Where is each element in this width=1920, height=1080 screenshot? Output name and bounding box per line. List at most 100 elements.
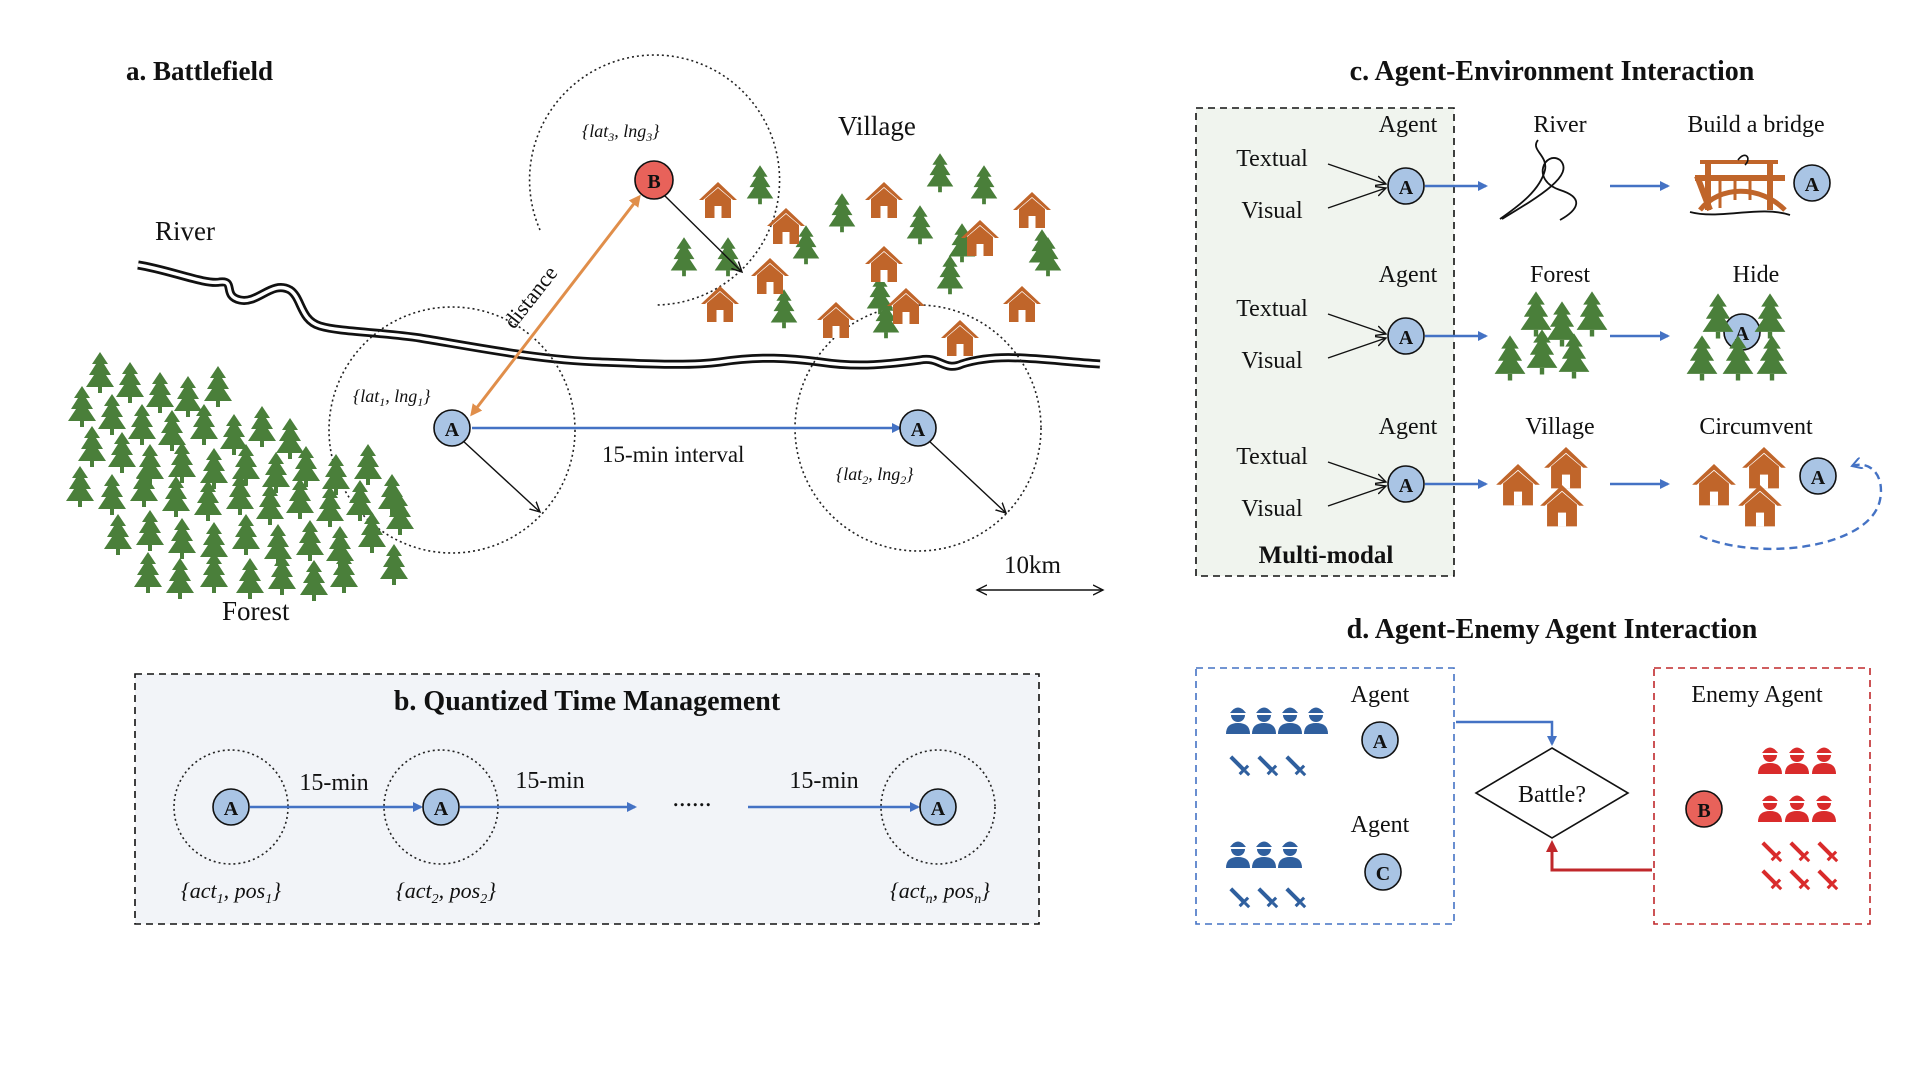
tree-icon xyxy=(262,452,290,493)
house-icon xyxy=(1540,485,1584,527)
bridge-agent: A xyxy=(1793,164,1831,202)
panel-c-environment-interaction: c. Agent-Environment Interaction Multi-m… xyxy=(1195,56,1883,577)
tree-icon xyxy=(162,476,190,517)
tree-icon xyxy=(268,554,296,595)
sword-icon xyxy=(1761,869,1783,891)
soldier-icon xyxy=(1785,747,1809,774)
row1-textual-label: Textual xyxy=(1236,146,1308,172)
sword-icon xyxy=(1285,755,1307,777)
step3-label: 15-min xyxy=(789,768,858,794)
row3-visual-label: Visual xyxy=(1241,496,1303,522)
row3-agent-letter: A xyxy=(1399,475,1414,497)
enemy-to-battle-arrow xyxy=(1546,840,1652,872)
soldier-icon xyxy=(1226,841,1250,868)
circumvent-agent: A xyxy=(1799,457,1837,495)
panel-d-enemy-interaction: d. Agent-Enemy Agent Interaction Agent A… xyxy=(1195,614,1871,925)
row3-action-label: Circumvent xyxy=(1699,414,1813,440)
house-icon xyxy=(865,182,903,218)
tree-icon xyxy=(1576,291,1608,337)
circumvent-agent-letter: A xyxy=(1811,467,1826,489)
row3-textual-arrow xyxy=(1327,461,1386,482)
house-icon xyxy=(699,182,737,218)
house-icon xyxy=(1738,485,1782,527)
tree-icon xyxy=(264,524,292,565)
tree-icon xyxy=(194,480,222,521)
tree-icon xyxy=(174,376,202,417)
row1-agent: A xyxy=(1387,167,1425,205)
panel-a-title: a. Battlefield xyxy=(126,56,273,86)
row2-visual-arrow xyxy=(1327,338,1386,359)
panel-a-battlefield: a. Battlefield River Village Forest dist… xyxy=(66,54,1103,626)
soldier-icon xyxy=(1226,707,1250,734)
soldier-icon xyxy=(1252,841,1276,868)
panel-b-title: b. Quantized Time Management xyxy=(394,686,781,717)
soldier-icon xyxy=(1758,747,1782,774)
tree-icon xyxy=(68,386,96,427)
move-arrow-a2 xyxy=(927,439,1006,513)
tree-icon xyxy=(98,474,126,515)
tree-icon xyxy=(256,484,284,525)
row1-visual-label: Visual xyxy=(1241,198,1303,224)
row2-visual-label: Visual xyxy=(1241,348,1303,374)
house-icon xyxy=(1544,447,1588,489)
house-icon xyxy=(1013,192,1051,228)
interval-label: 15-min interval xyxy=(602,442,744,467)
tree-icon xyxy=(906,205,934,245)
distance-arrow xyxy=(470,194,641,417)
tree-icon xyxy=(970,165,998,205)
agent-a-start: A xyxy=(433,409,471,447)
agent-a-d: A xyxy=(1361,721,1399,759)
soldier-icon xyxy=(1304,707,1328,734)
row1-agent-label: Agent xyxy=(1379,112,1438,138)
move-arrow-a1 xyxy=(461,439,540,512)
row3-visual-arrow xyxy=(1327,486,1386,507)
tree-icon xyxy=(78,426,106,467)
battle-label: Battle? xyxy=(1518,782,1586,808)
river-curve-icon-2 xyxy=(1499,139,1547,220)
tree-icon xyxy=(770,289,798,329)
agent-a-next: A xyxy=(899,409,937,447)
tree-icon xyxy=(66,466,94,507)
house-icon xyxy=(751,258,789,294)
move-arrow-b xyxy=(663,194,742,272)
tree-icon xyxy=(128,404,156,445)
bridge-agent-letter: A xyxy=(1805,174,1820,196)
row2-agent-letter: A xyxy=(1399,327,1414,349)
row1-visual-arrow xyxy=(1327,188,1386,209)
house-icon xyxy=(767,208,805,244)
sword-icon xyxy=(1257,755,1279,777)
friendly-to-battle-arrow xyxy=(1456,720,1557,746)
tree-icon xyxy=(232,444,260,485)
house-icon xyxy=(865,246,903,282)
tree-icon xyxy=(236,558,264,599)
agent-a-label: Agent xyxy=(1351,682,1410,708)
house-icon xyxy=(1003,286,1041,322)
sword-icon xyxy=(1761,841,1783,863)
step1-label: 15-min xyxy=(299,770,368,796)
svg-text:B: B xyxy=(647,171,660,193)
sword-icon xyxy=(1789,841,1811,863)
range-circle-a1 xyxy=(328,306,576,554)
tree-icon xyxy=(134,552,162,593)
time-agent-n: A xyxy=(919,788,957,826)
row3-env-label: Village xyxy=(1525,414,1594,440)
row2-agent-label: Agent xyxy=(1379,262,1438,288)
tree-icon xyxy=(670,237,698,277)
state-1-label: {act1, pos1} xyxy=(181,878,281,907)
circumvent-path xyxy=(1699,465,1883,551)
tree-icon xyxy=(226,474,254,515)
row2-env-label: Forest xyxy=(1530,262,1590,288)
panel-c-title: c. Agent-Environment Interaction xyxy=(1350,56,1755,87)
tree-icon xyxy=(232,514,260,555)
tree-icon xyxy=(248,406,276,447)
tree-icon xyxy=(1754,293,1786,339)
house-icon xyxy=(941,320,979,356)
svg-text:A: A xyxy=(445,419,460,441)
svg-text:A: A xyxy=(931,798,946,820)
soldier-icon xyxy=(1758,795,1782,822)
enemy-box xyxy=(1653,667,1871,925)
tree-icon xyxy=(168,518,196,559)
state-n-label: {actn, posn} xyxy=(890,878,990,907)
sword-icon xyxy=(1229,887,1251,909)
tree-icon xyxy=(104,514,132,555)
